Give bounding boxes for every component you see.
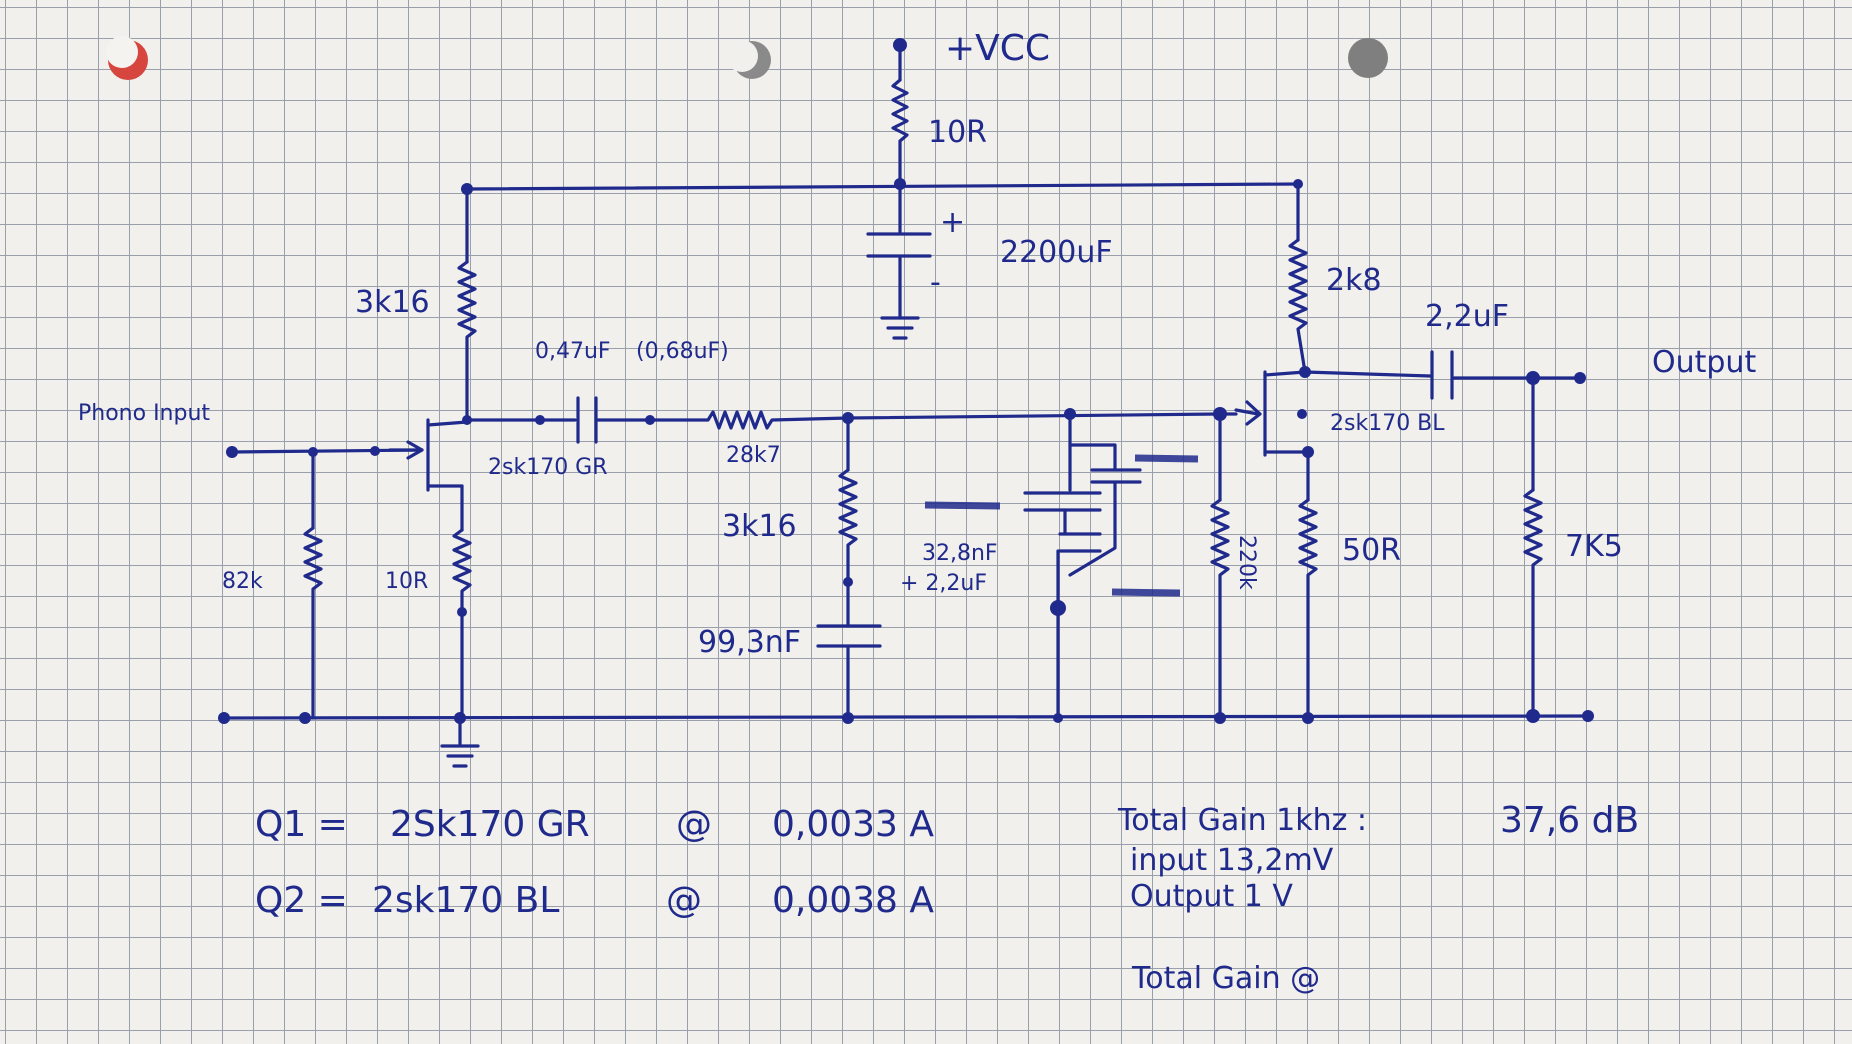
- component-labels: +VCC 10R + 2200uF - 3k16 Phono Input 2sk…: [78, 28, 1756, 660]
- input-label: Phono Input: [78, 401, 210, 426]
- c-supply-label: 2200uF: [1000, 235, 1113, 270]
- c-supply-minus-label: -: [930, 265, 941, 300]
- r-gate2-label: 220k: [1234, 535, 1259, 590]
- gain-at-note: Total Gain @: [1131, 961, 1320, 996]
- output-label: Output: [1652, 345, 1756, 380]
- q2-note-current: 0,0038 A: [772, 880, 934, 921]
- r-series-label: 28k7: [726, 443, 781, 468]
- q1-note-label: Q1 =: [255, 804, 348, 845]
- r-load-label: 7K5: [1565, 529, 1623, 564]
- vcc-label: +VCC: [945, 28, 1050, 69]
- struck-out-values: [924, 454, 1199, 597]
- c-coupling-alt-label: (0,68uF): [636, 339, 729, 364]
- c-mid-label: 32,8nF: [922, 541, 998, 566]
- q2-note-at: @: [666, 880, 702, 921]
- input-level-note: input 13,2mV: [1130, 843, 1334, 878]
- c-out-label: 2,2uF: [1425, 299, 1509, 334]
- r-drain2-label: 2k8: [1326, 263, 1382, 298]
- notes: Q1 = 2Sk170 GR @ 0,0033 A Q2 = 2sk170 BL…: [255, 800, 1639, 996]
- q1-type-label: 2sk170 GR: [488, 455, 608, 480]
- q1-note-at: @: [676, 804, 712, 845]
- junction-dots: [218, 38, 1594, 724]
- r-source1-label: 10R: [385, 569, 428, 594]
- r-drain1-label: 3k16: [355, 285, 430, 320]
- gain-value: 37,6 dB: [1500, 800, 1639, 841]
- q1-note-part: 2Sk170 GR: [390, 804, 590, 845]
- r-gate1-label: 82k: [222, 569, 263, 594]
- c-coupling-label: 0,47uF: [535, 339, 611, 364]
- c-supply-plus-label: +: [940, 205, 965, 240]
- q2-note-part: 2sk170 BL: [372, 880, 559, 921]
- wiring: [222, 43, 1590, 768]
- c-mid-extra-label: + 2,2uF: [900, 571, 987, 596]
- output-level-note: Output 1 V: [1130, 879, 1293, 914]
- r-supply-label: 10R: [928, 115, 987, 150]
- q1-note-current: 0,0033 A: [772, 804, 934, 845]
- r-source2-label: 50R: [1342, 533, 1401, 568]
- c-shunt-label: 99,3nF: [698, 625, 801, 660]
- binder-holes: [106, 36, 1388, 80]
- r-shunt-label: 3k16: [722, 509, 797, 544]
- gain-label: Total Gain 1khz :: [1117, 803, 1367, 838]
- q2-note-label: Q2 =: [255, 880, 348, 921]
- q2-type-label: 2sk170 BL: [1330, 411, 1445, 436]
